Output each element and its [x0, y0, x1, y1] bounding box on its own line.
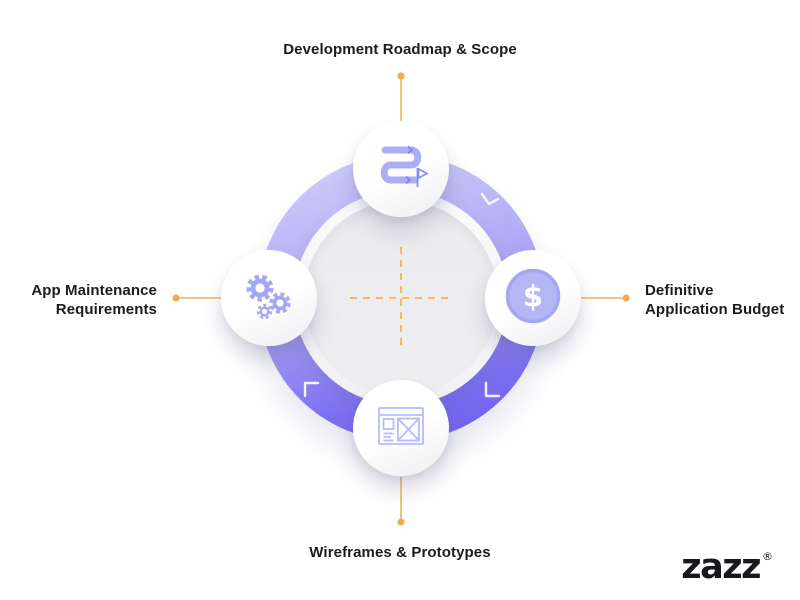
dollar-symbol: $ — [523, 279, 543, 313]
label-line: Definitive — [645, 282, 714, 299]
connector-dot — [622, 294, 630, 302]
node-development-roadmap — [353, 121, 449, 217]
connector-bottom — [397, 477, 405, 526]
dollar-icon: $ — [503, 266, 563, 331]
connector-dot — [397, 518, 405, 526]
label-line: Application Budget — [645, 301, 785, 318]
connector-dot — [172, 294, 180, 302]
connector-right — [581, 294, 630, 302]
connector-left — [172, 294, 221, 302]
label-line: Requirements — [55, 301, 157, 318]
connector-top — [397, 72, 405, 121]
connector-dot — [397, 72, 405, 80]
gears-icon — [239, 266, 299, 331]
registered-trademark-icon: ® — [762, 550, 773, 563]
label-app-maintenance: App Maintenance Requirements — [0, 281, 157, 319]
inner-circle — [304, 201, 498, 395]
logo-text: zazz — [681, 547, 761, 587]
node-wireframes — [353, 380, 449, 476]
label-line: App Maintenance — [31, 282, 157, 299]
label-development-roadmap: Development Roadmap & Scope — [283, 41, 517, 58]
roadmap-icon — [371, 137, 431, 202]
label-application-budget: Definitive Application Budget — [645, 281, 800, 319]
node-application-budget: $ — [485, 250, 581, 346]
zazz-logo: zazz® — [681, 550, 773, 585]
wireframe-icon — [371, 396, 431, 461]
node-app-maintenance — [221, 250, 317, 346]
label-wireframes: Wireframes & Prototypes — [309, 544, 491, 561]
